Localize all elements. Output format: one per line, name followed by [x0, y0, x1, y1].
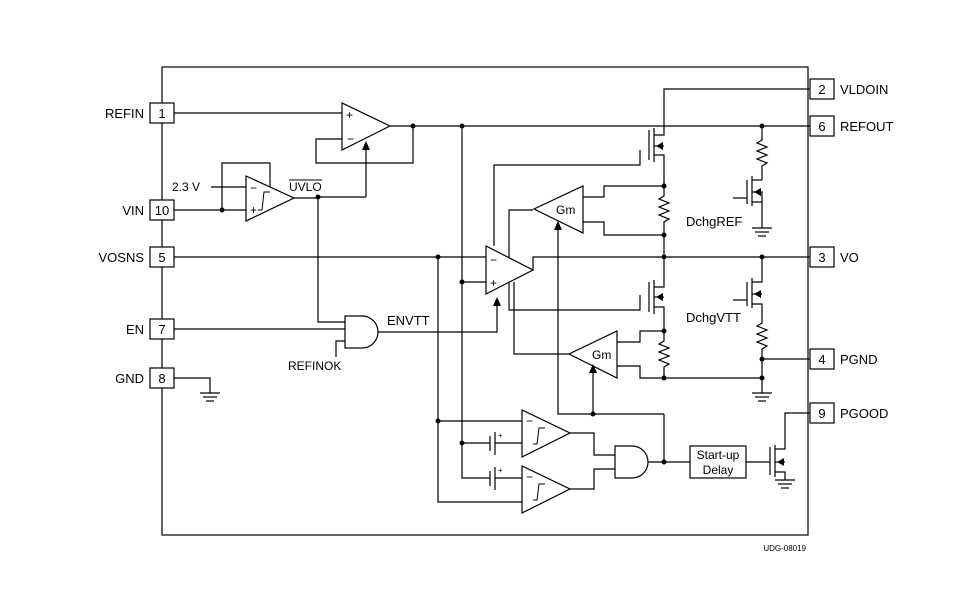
- svg-text:Gm: Gm: [592, 348, 611, 362]
- svg-text:+: +: [498, 466, 503, 475]
- dchgvtt-mosfet: [733, 257, 763, 316]
- resistor-dchgvtt: [755, 316, 769, 393]
- svg-text:Delay: Delay: [703, 463, 734, 477]
- svg-text:1: 1: [158, 106, 165, 121]
- startup-delay-block: Start-up Delay: [689, 445, 747, 479]
- label-2v3: 2.3 V: [172, 180, 200, 194]
- wire-buffer-feedback: [315, 126, 414, 164]
- svg-text:PGND: PGND: [840, 352, 878, 367]
- pgood-and-gate: [614, 445, 649, 479]
- svg-text:5: 5: [158, 250, 165, 265]
- svg-text:EN: EN: [126, 322, 144, 337]
- envtt-and-gate: [344, 315, 379, 349]
- svg-text:PGOOD: PGOOD: [840, 406, 888, 421]
- pin-pgnd: 4 PGND: [809, 348, 878, 370]
- svg-text:−: −: [250, 181, 257, 195]
- pin-vo: 3 VO: [809, 246, 859, 268]
- svg-text:3: 3: [818, 250, 825, 265]
- label-dchgref: DchgREF: [686, 214, 742, 229]
- pin-en: 7 EN: [126, 318, 175, 340]
- svg-text:−: −: [526, 470, 533, 484]
- svg-text:6: 6: [818, 119, 825, 134]
- svg-text:+: +: [250, 203, 257, 217]
- pin-vin: 10 VIN: [122, 199, 175, 221]
- svg-text:GND: GND: [115, 371, 144, 386]
- svg-text:REFIN: REFIN: [105, 106, 144, 121]
- svg-text:8: 8: [158, 371, 165, 386]
- svg-text:VO: VO: [840, 250, 859, 265]
- svg-text:+: +: [490, 276, 497, 290]
- svg-text:7: 7: [158, 322, 165, 337]
- offset-source-lower: +: [489, 466, 522, 490]
- pin-refin: 1 REFIN: [105, 102, 175, 124]
- svg-text:REFOUT: REFOUT: [840, 119, 894, 134]
- svg-text:VIN: VIN: [122, 203, 144, 218]
- refin-buffer-amp: + −: [341, 102, 392, 151]
- pin-refout: 6 REFOUT: [809, 115, 894, 137]
- resistor-dchgref: [755, 126, 769, 180]
- svg-text:9: 9: [818, 406, 825, 421]
- dchgref-mosfet: [733, 176, 763, 228]
- pin-pgood: 9 PGOOD: [809, 402, 888, 424]
- svg-text:VLDOIN: VLDOIN: [840, 82, 888, 97]
- svg-text:VOSNS: VOSNS: [98, 250, 144, 265]
- label-refinok: REFINOK: [288, 359, 341, 373]
- svg-text:10: 10: [155, 203, 169, 218]
- svg-text:+: +: [346, 108, 353, 122]
- svg-text:−: −: [526, 414, 533, 428]
- gm-amplifier-vtt: Gm: [567, 330, 618, 379]
- svg-text:+: +: [498, 431, 503, 440]
- figure-code: UDG-08019: [763, 544, 806, 553]
- label-envtt: ENVTT: [387, 313, 430, 328]
- resistor-ref: [657, 186, 671, 235]
- label-uvlo: UVLO: [289, 180, 322, 194]
- label-dchgvtt: DchgVTT: [686, 310, 741, 325]
- high-side-mosfet: [648, 88, 810, 186]
- pgood-comparator-lower: −: [521, 465, 572, 514]
- pin-vosns: 5 VOSNS: [98, 246, 175, 268]
- wire-vo: [532, 256, 810, 270]
- resistor-vtt: [657, 331, 671, 378]
- low-side-mosfet: [648, 257, 665, 331]
- svg-text:Gm: Gm: [556, 203, 575, 217]
- pgood-mosfet: [769, 412, 810, 480]
- pgood-comparator-upper: −: [521, 409, 572, 458]
- svg-text:2: 2: [818, 82, 825, 97]
- svg-text:Start-up: Start-up: [697, 448, 740, 462]
- svg-text:−: −: [347, 132, 354, 146]
- svg-text:4: 4: [818, 352, 825, 367]
- svg-text:−: −: [490, 253, 497, 267]
- chip-outline: [161, 66, 809, 536]
- pin-vldoin: 2 VLDOIN: [809, 78, 888, 100]
- offset-source-upper: +: [489, 431, 522, 455]
- pin-gnd: 8 GND: [115, 367, 175, 389]
